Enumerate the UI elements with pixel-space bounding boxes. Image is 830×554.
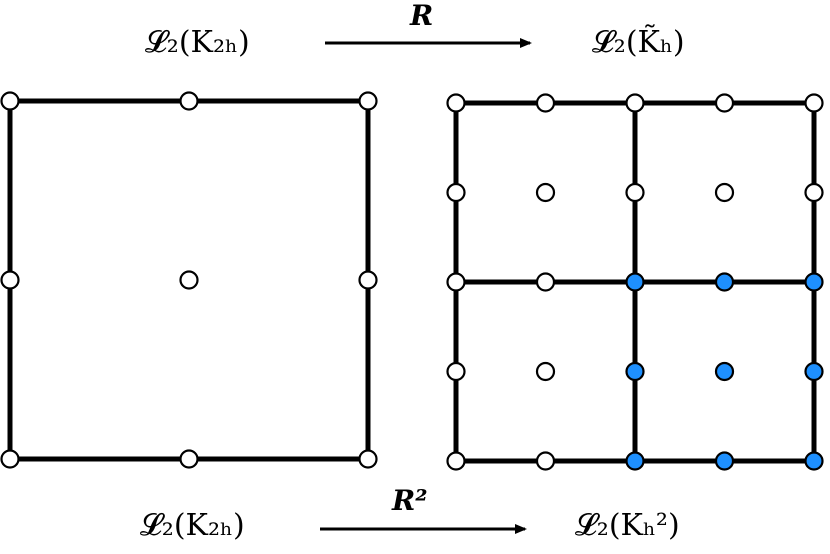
refined-node bbox=[446, 361, 466, 382]
refined-node bbox=[714, 93, 735, 113]
bottom-left-label: 𝓛₂(K₂ₕ) bbox=[140, 508, 245, 543]
bottom-operator-label: R² bbox=[391, 484, 428, 517]
refined-highlighted-node bbox=[804, 272, 824, 292]
coarse-node bbox=[0, 270, 20, 290]
refined-node bbox=[804, 182, 824, 203]
refined-node bbox=[625, 93, 645, 113]
refined-node bbox=[446, 272, 466, 292]
top-left-label: 𝓛₂(K₂ₕ) bbox=[145, 25, 250, 60]
refined-highlighted-node bbox=[714, 272, 735, 292]
refined-node bbox=[446, 451, 466, 471]
refined-element bbox=[446, 93, 824, 471]
refined-node bbox=[804, 93, 824, 113]
coarse-node bbox=[358, 449, 378, 469]
refined-highlighted-node bbox=[804, 451, 824, 471]
refined-node bbox=[625, 182, 645, 203]
coarse-node bbox=[0, 449, 20, 469]
refined-node bbox=[714, 182, 735, 203]
top-operator-label: R bbox=[409, 0, 433, 32]
refined-node bbox=[535, 451, 556, 471]
coarse-node bbox=[179, 449, 199, 469]
refined-node bbox=[446, 93, 466, 113]
coarse-node bbox=[358, 270, 378, 290]
refined-highlighted-node bbox=[625, 361, 645, 382]
refined-highlighted-node bbox=[714, 451, 735, 471]
refined-node bbox=[446, 182, 466, 203]
refined-nodes bbox=[446, 93, 824, 471]
refined-highlighted-node bbox=[804, 361, 824, 382]
coarse-node bbox=[179, 91, 199, 111]
refined-node bbox=[535, 93, 556, 113]
refined-highlighted-node bbox=[625, 272, 645, 292]
refined-node bbox=[535, 361, 556, 382]
coarse-node bbox=[0, 91, 20, 111]
top-right-label: 𝓛₂(K̃ₕ) bbox=[592, 25, 685, 60]
refined-node bbox=[535, 272, 556, 292]
coarse-node bbox=[358, 91, 378, 111]
refined-highlighted-node bbox=[625, 451, 645, 471]
refined-node bbox=[535, 182, 556, 203]
bottom-right-label: 𝓛₂(Kₕ²) bbox=[575, 508, 680, 543]
coarse-node bbox=[179, 270, 199, 290]
coarse-nodes bbox=[0, 91, 378, 469]
coarse-element bbox=[0, 91, 378, 469]
refined-highlighted-node bbox=[714, 361, 735, 382]
